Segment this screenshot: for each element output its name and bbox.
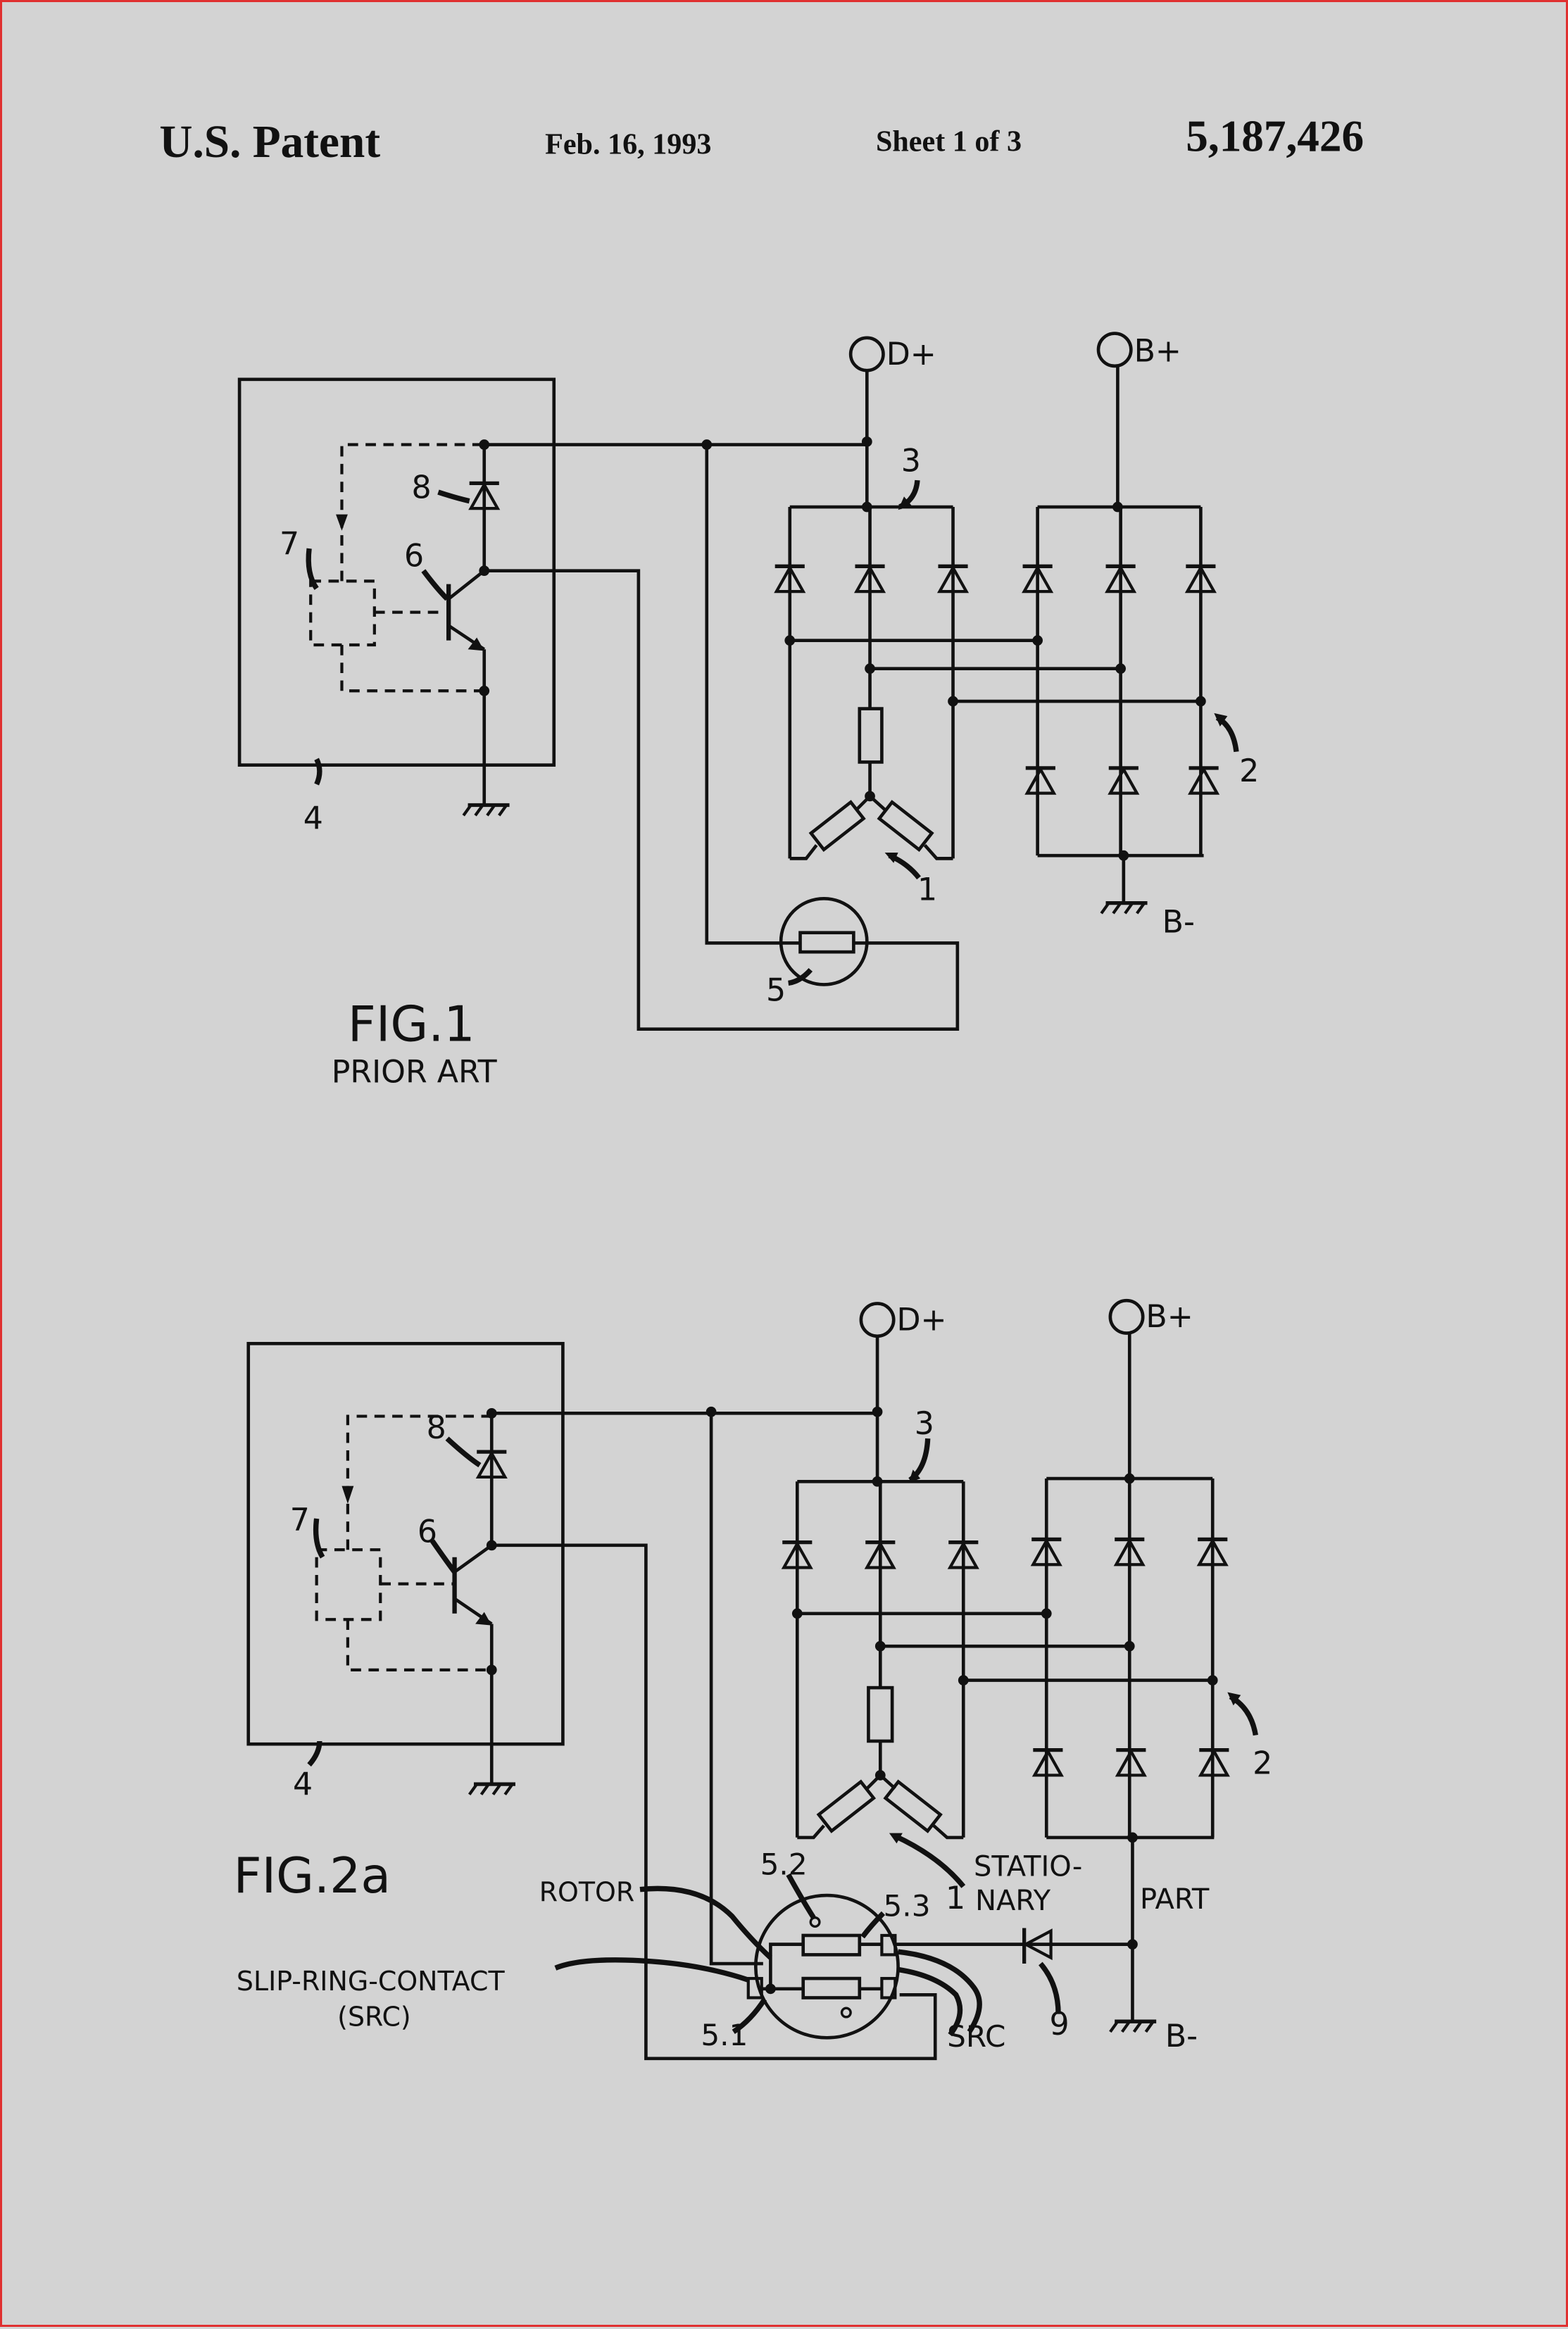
fig2a-terminal-b-label: B+ bbox=[1146, 1299, 1193, 1335]
fig2a-ref-9: 9 bbox=[1049, 2007, 1069, 2042]
fig1-ref-3: 3 bbox=[901, 443, 921, 479]
fig1-subcaption: PRIOR ART bbox=[332, 1055, 498, 1091]
header-sheet: Sheet 1 of 3 bbox=[876, 125, 1022, 158]
fig2a-ground-b-label: B- bbox=[1165, 2019, 1198, 2054]
fig1-terminal-b-label: B+ bbox=[1134, 334, 1181, 370]
fig1-ref-7: 7 bbox=[280, 526, 299, 562]
fig2a-ref-8: 8 bbox=[427, 1410, 446, 1446]
fig2a-stationary-label-2: NARY bbox=[975, 1885, 1051, 1917]
fig2a-ref-6: 6 bbox=[418, 1514, 437, 1550]
fig2a-ref-3: 3 bbox=[915, 1406, 934, 1442]
fig1-caption: FIG.1 bbox=[348, 996, 475, 1053]
fig2a-circuit bbox=[246, 1298, 1258, 2061]
header-date: Feb. 16, 1993 bbox=[545, 128, 711, 161]
fig2a-ref-4: 4 bbox=[293, 1766, 313, 1802]
fig1-ref-6: 6 bbox=[404, 538, 424, 574]
fig2a-src-full-label: SLIP-RING-CONTACT bbox=[237, 1966, 506, 1997]
fig2a-ref-1: 1 bbox=[946, 1881, 965, 1916]
fig2a-ref-5-2: 5.2 bbox=[760, 1847, 808, 1882]
header-patent-number: 5,187,426 bbox=[1186, 111, 1364, 161]
fig1-ref-5: 5 bbox=[766, 973, 786, 1009]
fig2a-stationary-label-1: STATIO- bbox=[974, 1851, 1082, 1883]
fig2a-ref-5-3: 5.3 bbox=[884, 1889, 931, 1923]
fig1-terminal-d-label: D+ bbox=[886, 337, 936, 372]
fig1-ground-b-label: B- bbox=[1162, 905, 1195, 941]
fig2a-src-label: SRC bbox=[947, 2019, 1005, 2054]
header-title: U.S. Patent bbox=[159, 117, 380, 168]
fig2a-part-label: PART bbox=[1140, 1883, 1210, 1916]
fig1-ref-2: 2 bbox=[1239, 753, 1259, 789]
fig2a-ref-2: 2 bbox=[1253, 1745, 1272, 1781]
fig1-ref-1: 1 bbox=[917, 872, 937, 908]
fig2a-src-abbr-label: (SRC) bbox=[337, 2002, 411, 2033]
fig1-circuit bbox=[237, 332, 1239, 1031]
fig2a-terminal-d-label: D+ bbox=[896, 1302, 946, 1338]
fig2a-rotor-label: ROTOR bbox=[539, 1877, 635, 1908]
fig2a-caption: FIG.2a bbox=[234, 1847, 391, 1904]
fig2a-ref-7: 7 bbox=[290, 1502, 310, 1538]
fig1-ref-4: 4 bbox=[303, 801, 323, 836]
fig1-ref-8: 8 bbox=[412, 470, 432, 506]
fig2a-ref-5-1: 5.1 bbox=[701, 2018, 748, 2052]
